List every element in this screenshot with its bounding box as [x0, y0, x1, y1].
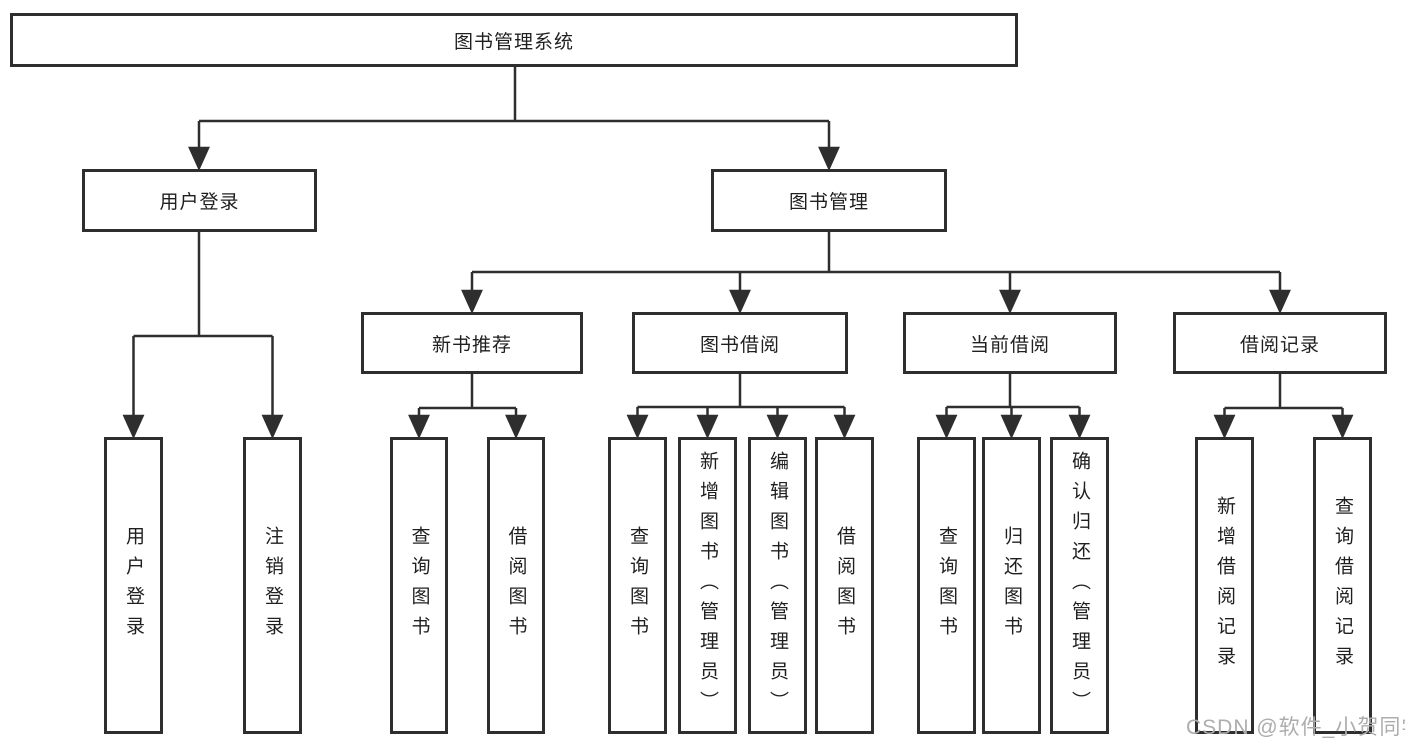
- node-book-management: 图书管理: [711, 169, 947, 232]
- leaf-confirm-return-admin: 确认归还（管理员）: [1050, 437, 1109, 734]
- node-current-borrow: 当前借阅: [903, 312, 1117, 374]
- leaf-borrow-book-label: 借阅图书: [834, 525, 855, 646]
- leaf-edit-book-admin-label: 编辑图书（管理员）: [767, 450, 788, 721]
- leaf-return-book: 归还图书: [982, 437, 1041, 734]
- leaf-add-book-admin: 新增图书（管理员）: [678, 437, 737, 734]
- connector-new-book-to-leaves: [408, 373, 527, 440]
- node-current-borrow-label: 当前借阅: [969, 334, 1050, 356]
- node-borrow-records-label: 借阅记录: [1239, 334, 1320, 356]
- node-library-system-label: 图书管理系统: [453, 31, 574, 53]
- leaf-confirm-return-admin-label: 确认归还（管理员）: [1069, 450, 1090, 721]
- leaf-return-book-label: 归还图书: [1001, 525, 1022, 646]
- connector-root-to-level2: [188, 66, 840, 172]
- connector-user-login-to-leaves: [122, 231, 284, 440]
- connector-borrow-records-to-leaves: [1213, 373, 1354, 440]
- leaf-query-borrow-record: 查询借阅记录: [1313, 437, 1372, 734]
- leaf-query-book: 查询图书: [608, 437, 667, 734]
- node-user-login: 用户登录: [82, 169, 317, 232]
- leaf-query-borrow-record-label: 查询借阅记录: [1332, 495, 1353, 676]
- leaf-logout-label: 注销登录: [262, 525, 283, 646]
- leaf-add-borrow-record: 新增借阅记录: [1195, 437, 1254, 734]
- leaf-logout: 注销登录: [243, 437, 302, 734]
- leaf-query-book-label: 查询图书: [627, 525, 648, 646]
- node-new-book-recommend-label: 新书推荐: [431, 334, 512, 356]
- leaf-query-book: 查询图书: [917, 437, 976, 734]
- leaf-query-book-label: 查询图书: [936, 525, 957, 646]
- node-borrow-records: 借阅记录: [1173, 312, 1387, 374]
- leaf-query-book: 查询图书: [390, 437, 448, 734]
- node-user-login-label: 用户登录: [159, 192, 240, 213]
- leaf-borrow-book: 借阅图书: [815, 437, 874, 734]
- csdn-watermark: CSDN @软件_小贺同学: [1186, 716, 1405, 739]
- leaf-borrow-book-label: 借阅图书: [505, 525, 527, 646]
- leaf-query-book-label: 查询图书: [408, 525, 430, 646]
- node-new-book-recommend: 新书推荐: [361, 312, 583, 374]
- leaf-add-borrow-record-label: 新增借阅记录: [1214, 495, 1235, 676]
- leaf-borrow-book: 借阅图书: [487, 437, 545, 734]
- leaf-user-login-label: 用户登录: [123, 525, 144, 646]
- node-book-borrow: 图书借阅: [632, 312, 848, 374]
- connector-book-borrow-to-leaves: [626, 373, 856, 440]
- leaf-user-login: 用户登录: [104, 437, 163, 734]
- leaf-edit-book-admin: 编辑图书（管理员）: [748, 437, 807, 734]
- node-library-system: 图书管理系统: [10, 13, 1018, 67]
- connector-current-borrow-to-leaves: [935, 373, 1091, 440]
- connector-book-management-to-level3: [461, 231, 1291, 315]
- node-book-borrow-label: 图书借阅: [699, 334, 780, 356]
- leaf-add-book-admin-label: 新增图书（管理员）: [697, 450, 718, 721]
- node-book-management-label: 图书管理: [788, 192, 869, 213]
